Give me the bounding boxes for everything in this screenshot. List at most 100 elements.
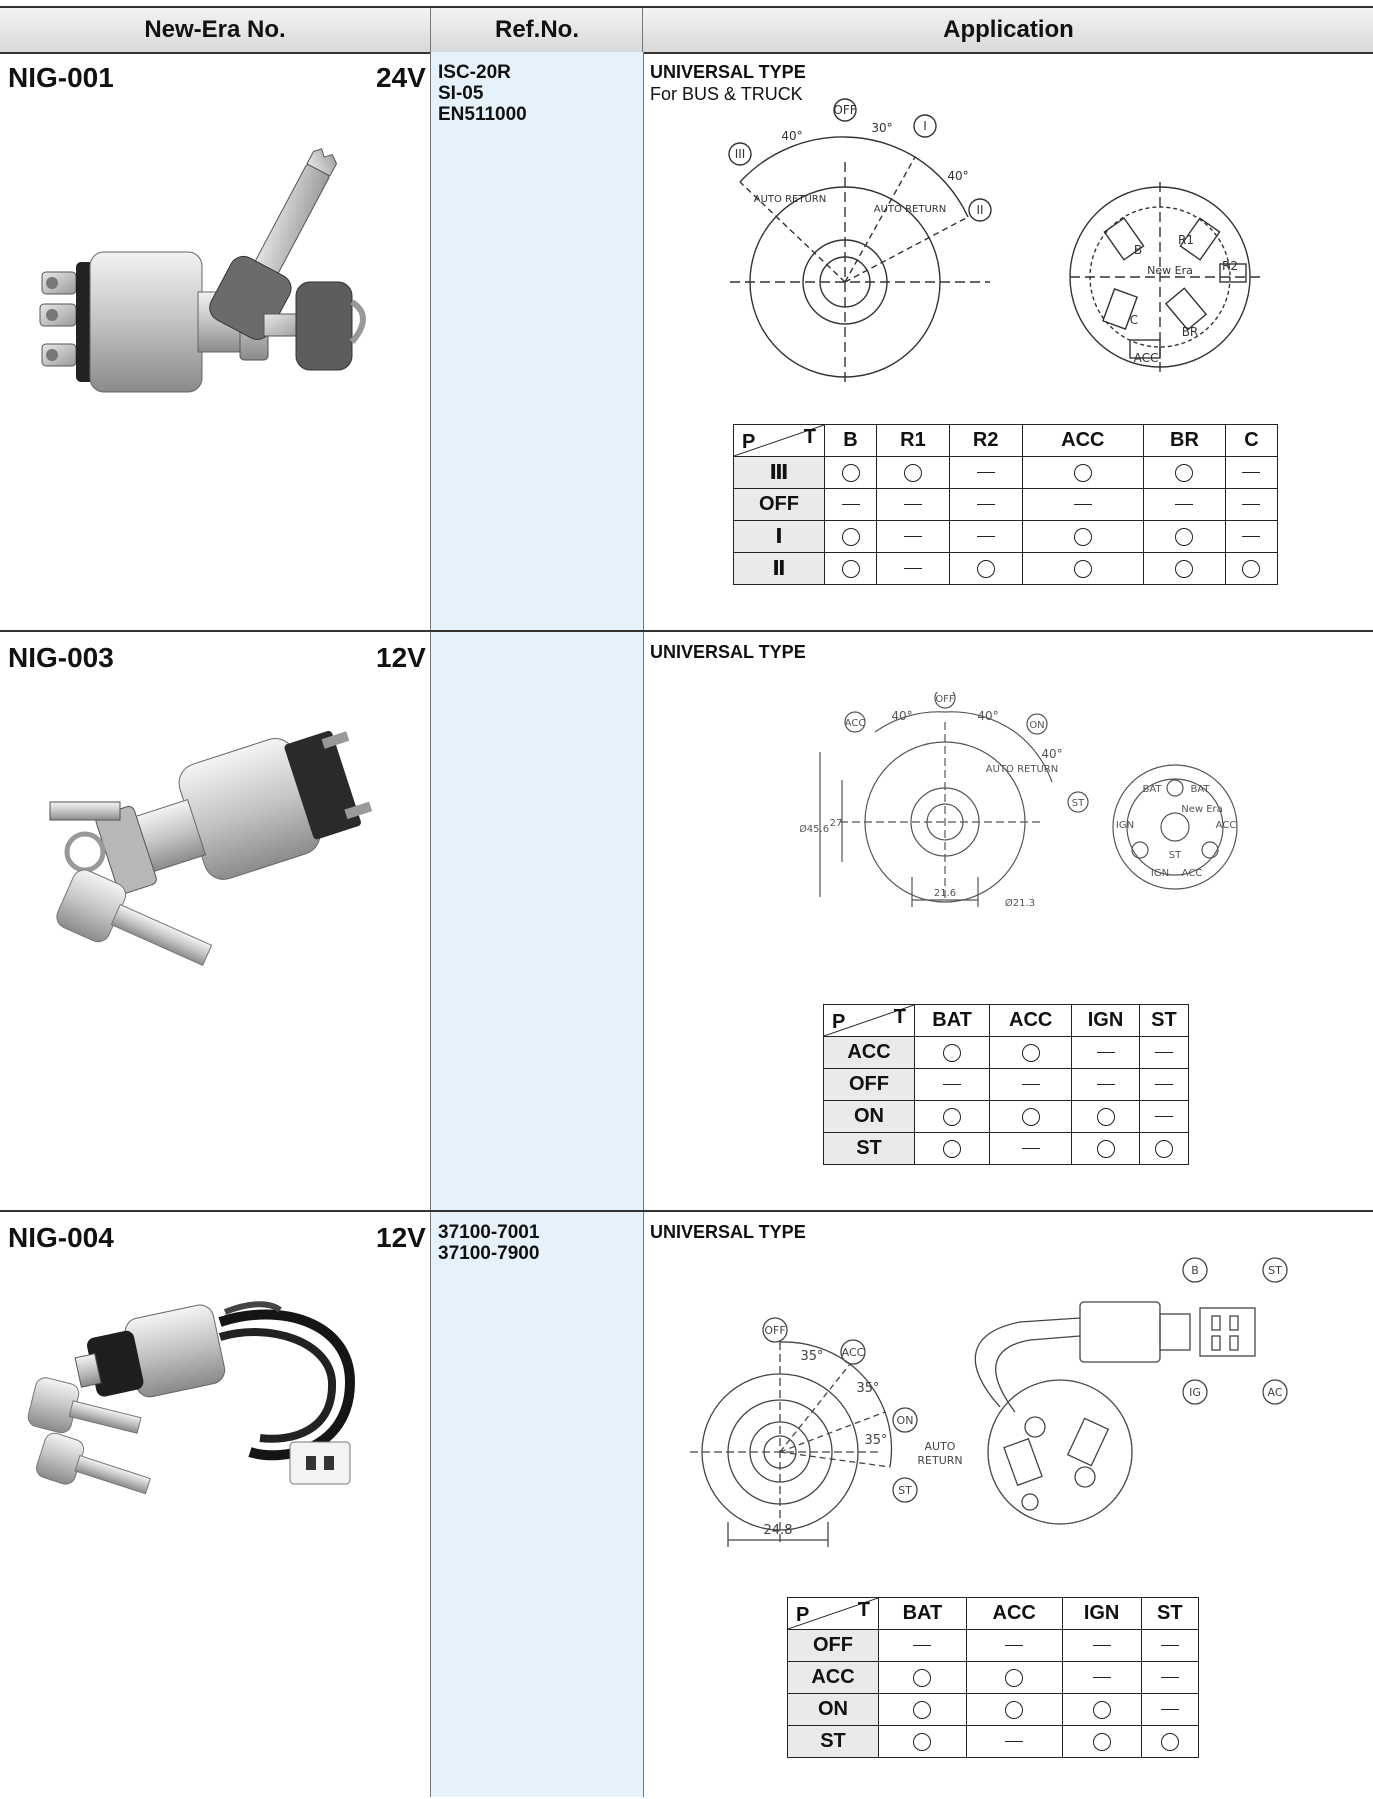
application-subtitle: For BUS & TRUCK (650, 84, 803, 104)
not-connected-cell (876, 520, 950, 553)
drawing-label: AUTO RETURN (874, 204, 946, 215)
connected-cell (1138, 1132, 1190, 1165)
connected-cell (1143, 520, 1226, 553)
model-number: NIG-001 (8, 62, 114, 93)
drawing-label: BR (1182, 325, 1199, 339)
corner-p-label: P (796, 1604, 810, 1626)
table-row: ACC (823, 1036, 1190, 1069)
circle-mark-icon (1175, 463, 1194, 482)
table-row: OFF (733, 488, 1279, 521)
circle-mark-icon (976, 559, 995, 578)
dash-mark-icon (1160, 1645, 1179, 1647)
circle-mark-icon (1073, 463, 1092, 482)
table-row: OFF (787, 1629, 1200, 1662)
circle-mark-icon (913, 1732, 932, 1751)
drawing-label: R2 (1222, 259, 1238, 273)
not-connected-cell (1021, 488, 1145, 521)
corner-t-label: T (857, 1599, 870, 1621)
voltage: 12V (376, 1222, 426, 1253)
connected-cell (1071, 1132, 1140, 1165)
dash-mark-icon (1154, 1052, 1173, 1054)
position-label: ST (787, 1725, 879, 1758)
application-title: UNIVERSAL TYPE (650, 642, 806, 662)
drawing-label: AC (1267, 1386, 1282, 1399)
corner-p-label: P (742, 431, 756, 453)
dash-mark-icon (1160, 1709, 1179, 1711)
drawing-label: 35° (864, 1433, 887, 1448)
not-connected-cell (1138, 1036, 1190, 1069)
dash-mark-icon (1021, 1084, 1040, 1086)
circle-mark-icon (1073, 559, 1092, 578)
table-row: ST (823, 1132, 1190, 1165)
column-header: ACC (989, 1004, 1073, 1037)
position-label: ACC (823, 1036, 915, 1069)
circle-mark-icon (903, 463, 922, 482)
drawing-label: BAT (1190, 784, 1210, 795)
drawing-label: ST (1169, 850, 1182, 861)
column-header: BR (1143, 424, 1226, 457)
connected-cell (948, 552, 1023, 585)
connected-cell (1143, 552, 1226, 585)
drawing-label: RETURN (917, 1454, 962, 1467)
dash-mark-icon (1096, 1084, 1115, 1086)
not-connected-cell (1061, 1629, 1142, 1662)
column-header: R2 (948, 424, 1023, 457)
not-connected-cell (1138, 1100, 1190, 1133)
dash-mark-icon (976, 504, 995, 506)
dash-mark-icon (1073, 504, 1092, 506)
dash-mark-icon (903, 568, 922, 570)
table-row: ON (787, 1693, 1200, 1726)
not-connected-cell (965, 1725, 1063, 1758)
header-ref-no: Ref.No. (430, 8, 643, 52)
header-new-era-no: New-Era No. (144, 16, 286, 43)
drawing-label: ST (1268, 1264, 1282, 1277)
drawing-label: 35° (800, 1349, 823, 1364)
model-number: NIG-003 (8, 642, 114, 673)
column-header: IGN (1071, 1004, 1140, 1037)
drawing-label: ST (898, 1484, 912, 1497)
drawing-label: ACC (1216, 820, 1237, 831)
drawing-label: ON (1029, 720, 1044, 731)
dash-mark-icon (903, 536, 922, 538)
circle-mark-icon (1092, 1732, 1111, 1751)
position-label: OFF (787, 1629, 879, 1662)
ref-column-background (430, 52, 644, 1797)
dash-mark-icon (1005, 1741, 1024, 1743)
drawing-label: Ø45.6 (800, 823, 829, 835)
not-connected-cell (965, 1629, 1063, 1662)
corner-p-label: P (832, 1011, 846, 1033)
connected-cell (878, 1693, 967, 1726)
voltage: 24V (376, 62, 426, 93)
circle-mark-icon (913, 1668, 932, 1687)
dash-mark-icon (913, 1645, 932, 1647)
ref-numbers: 37100-7001 37100-7900 (438, 1222, 539, 1264)
product-row-nig-001: NIG-001 24V ISC-20R SI-05 EN511000 UNIVE… (0, 52, 1373, 630)
connected-cell (913, 1036, 991, 1069)
connected-cell (823, 456, 878, 489)
drawing-label: AUTO RETURN (986, 764, 1058, 775)
voltage: 12V (376, 642, 426, 673)
connected-cell (1021, 552, 1145, 585)
not-connected-cell (876, 552, 950, 585)
drawing-label: 40° (947, 169, 968, 183)
circle-mark-icon (1154, 1139, 1173, 1158)
connected-cell (1140, 1725, 1200, 1758)
circle-mark-icon (1096, 1139, 1115, 1158)
drawing-label: 40° (891, 709, 912, 723)
dash-mark-icon (1021, 1148, 1040, 1150)
position-label: ON (787, 1693, 879, 1726)
dash-mark-icon (1242, 504, 1261, 506)
ref-number: 37100-7900 (438, 1243, 540, 1264)
dash-mark-icon (1242, 536, 1261, 538)
not-connected-cell (1224, 456, 1279, 489)
column-header: IGN (1061, 1597, 1142, 1630)
column-header: ACC (1021, 424, 1145, 457)
drawing-label: OFF (764, 1324, 785, 1337)
product-row-nig-004: NIG-004 12V 37100-7001 37100-7900 UNIVER… (0, 1210, 1373, 1799)
dash-mark-icon (1160, 1677, 1179, 1679)
